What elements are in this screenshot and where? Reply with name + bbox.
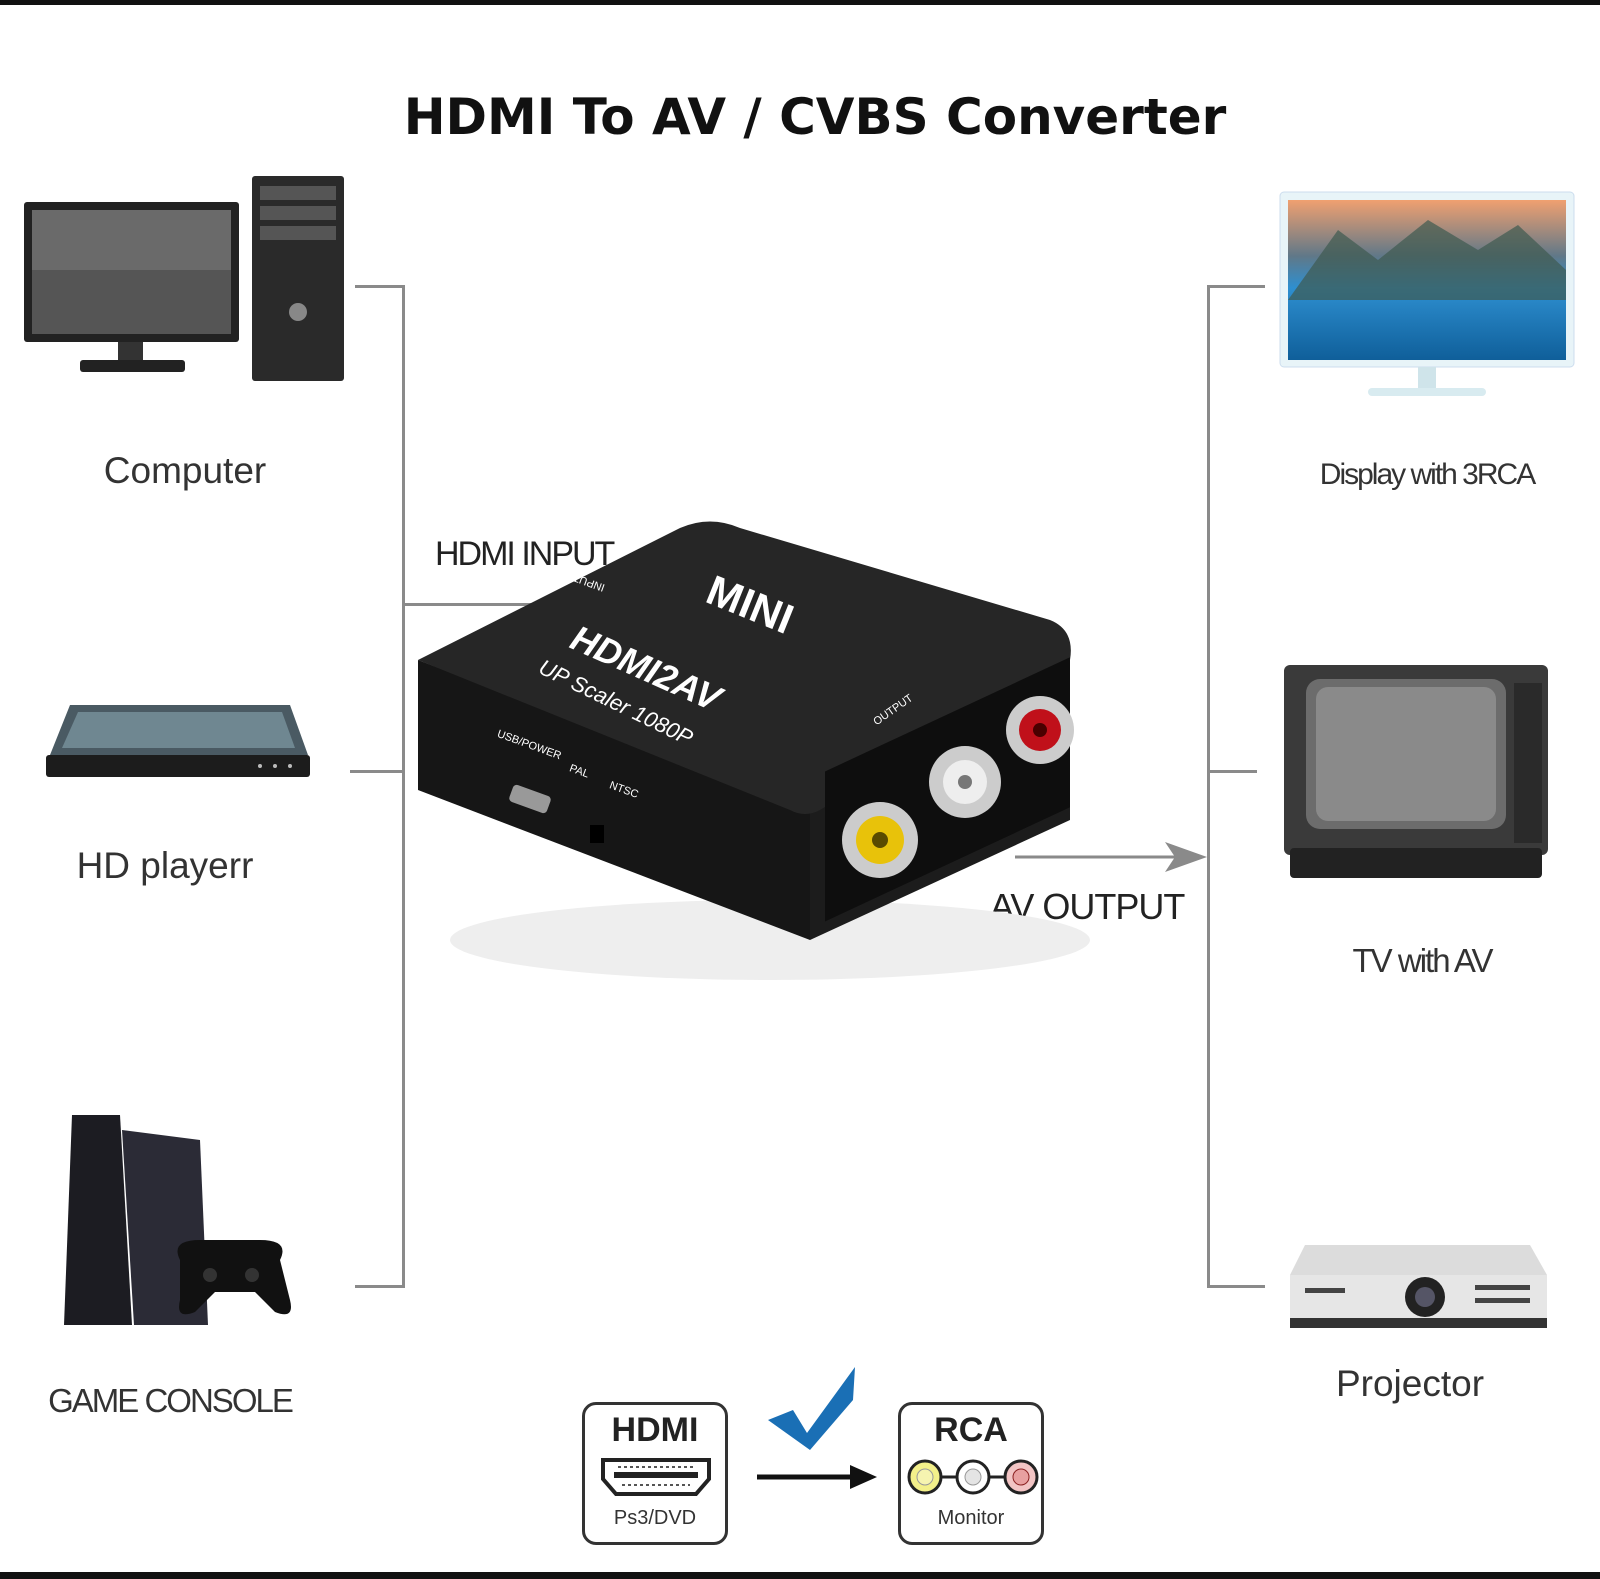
top-border: [0, 0, 1600, 5]
hdmi-input-label: HDMI INPUT: [435, 535, 615, 573]
source-label-computer: Computer: [103, 450, 267, 491]
rca-jack-white: [929, 746, 1001, 818]
game-console-icon: [64, 1115, 291, 1325]
rca-jack-red: [1006, 696, 1074, 764]
right-tick-display: [1207, 285, 1265, 288]
rca-box-title: RCA: [934, 1411, 1008, 1449]
rca-output-box: RCA Monitor: [898, 1402, 1044, 1545]
source-label-hd-player: HD playerr: [76, 845, 254, 886]
output-arrow-icon: [1015, 842, 1207, 872]
source-label-game-console: GAME CONSOLE: [48, 1382, 294, 1419]
hdmi2av-converter-device: MINI HDMI2AV UP Scaler 1080P INPUT OUTPU…: [418, 521, 1090, 980]
hdmi-box-subtitle: Ps3/DVD: [613, 1507, 697, 1529]
hdmi-box-title: HDMI: [611, 1411, 699, 1449]
page-title: HDMI To AV / CVBS Converter: [403, 88, 1227, 146]
hdmi-port-icon: [601, 1458, 711, 1496]
monitor-icon: [1279, 191, 1575, 396]
output-label-projector: Projector: [1335, 1363, 1485, 1404]
left-tick-player: [350, 770, 405, 773]
rca-jacks-icon: [907, 1459, 1039, 1495]
crt-tv-icon: [1284, 665, 1548, 878]
rca-box-subtitle: Monitor: [937, 1507, 1005, 1529]
hdmi-source-box: HDMI Ps3/DVD: [582, 1402, 728, 1545]
right-tick-projector: [1207, 1285, 1265, 1288]
conversion-arrow-icon: [757, 1465, 877, 1489]
right-bracket-line: [1207, 285, 1210, 1288]
input-connector-line: [403, 603, 553, 606]
computer-icon: [24, 176, 344, 381]
output-label-display: Display with 3RCA: [1319, 458, 1536, 491]
left-tick-console: [355, 1285, 405, 1288]
left-bracket-line: [402, 285, 405, 1288]
output-label-tv: TV with AV: [1352, 942, 1494, 979]
bottom-border: [0, 1572, 1600, 1579]
rca-jack-yellow: [842, 802, 918, 878]
projector-icon: [1290, 1245, 1547, 1328]
right-tick-tv: [1207, 770, 1257, 773]
left-tick-computer: [355, 285, 405, 288]
checkmark-icon: [768, 1367, 855, 1450]
blu-ray-player-icon: [46, 705, 310, 777]
